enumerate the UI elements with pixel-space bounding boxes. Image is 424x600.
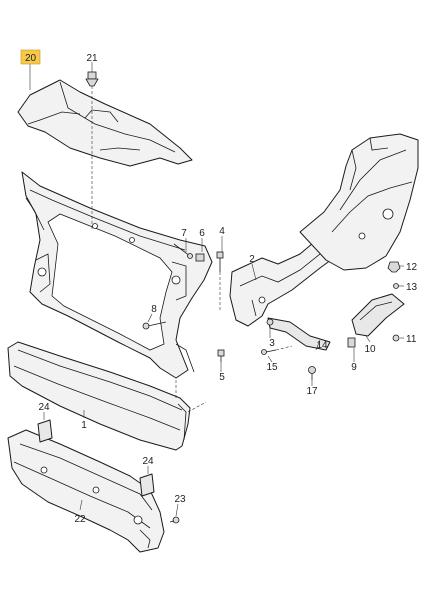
callout-20: 20 (25, 53, 37, 64)
part-24-pad-lower (139, 473, 155, 497)
part-21-clip (85, 71, 99, 87)
callout-12: 12 (406, 262, 418, 273)
callout-10: 10 (364, 344, 376, 355)
callout-15: 15 (266, 362, 278, 373)
callout-14: 14 (316, 340, 328, 351)
part-1-bumper-beam (7, 341, 191, 451)
part-6-nut (195, 253, 205, 262)
callout-2: 2 (249, 254, 255, 265)
part-7-screw (173, 243, 193, 259)
lock-carrier (21, 171, 213, 379)
part-8-bolt (142, 321, 167, 330)
part-4-bolt (216, 251, 224, 272)
body-side-member (299, 133, 419, 271)
part-14-bracket (267, 317, 331, 351)
callout-9: 9 (351, 362, 357, 373)
part-11-bolt (392, 334, 400, 342)
callout-13: 13 (406, 282, 418, 293)
callout-5: 5 (219, 372, 225, 383)
callout-21: 21 (86, 53, 98, 64)
part-24-pad-upper (37, 419, 53, 443)
part-9-clip (347, 337, 356, 348)
part-5-screw (217, 349, 225, 362)
part-22-lower-bracket (7, 429, 165, 553)
callout-6: 6 (199, 228, 205, 239)
callout-23: 23 (174, 494, 186, 505)
callout-11: 11 (406, 334, 417, 345)
part-10-bracket (351, 293, 405, 337)
part-2-side-bracket (229, 231, 351, 327)
callout-22: 22 (74, 514, 86, 525)
callout-3: 3 (269, 338, 275, 349)
part-3-screw (266, 318, 274, 326)
callout-8: 8 (151, 304, 157, 315)
callout-1: 1 (81, 420, 87, 431)
part-15-screw (261, 349, 277, 355)
part-17-bolt (308, 366, 316, 380)
part-20-upper-cover (17, 79, 193, 167)
part-23-screw (169, 516, 180, 524)
callout-7: 7 (181, 228, 187, 239)
callout-24-lower: 24 (142, 456, 154, 467)
callout-highlight-20 (20, 49, 41, 65)
callouts: 20 21 7 6 4 2 8 3 5 14 15 17 9 10 11 12 … (20, 49, 418, 525)
part-13-screw (393, 283, 399, 289)
part-12-nut (387, 261, 401, 273)
callout-17: 17 (306, 386, 318, 397)
callout-24-upper: 24 (38, 402, 50, 413)
leader-lines (29, 62, 404, 517)
callout-4: 4 (219, 226, 225, 237)
